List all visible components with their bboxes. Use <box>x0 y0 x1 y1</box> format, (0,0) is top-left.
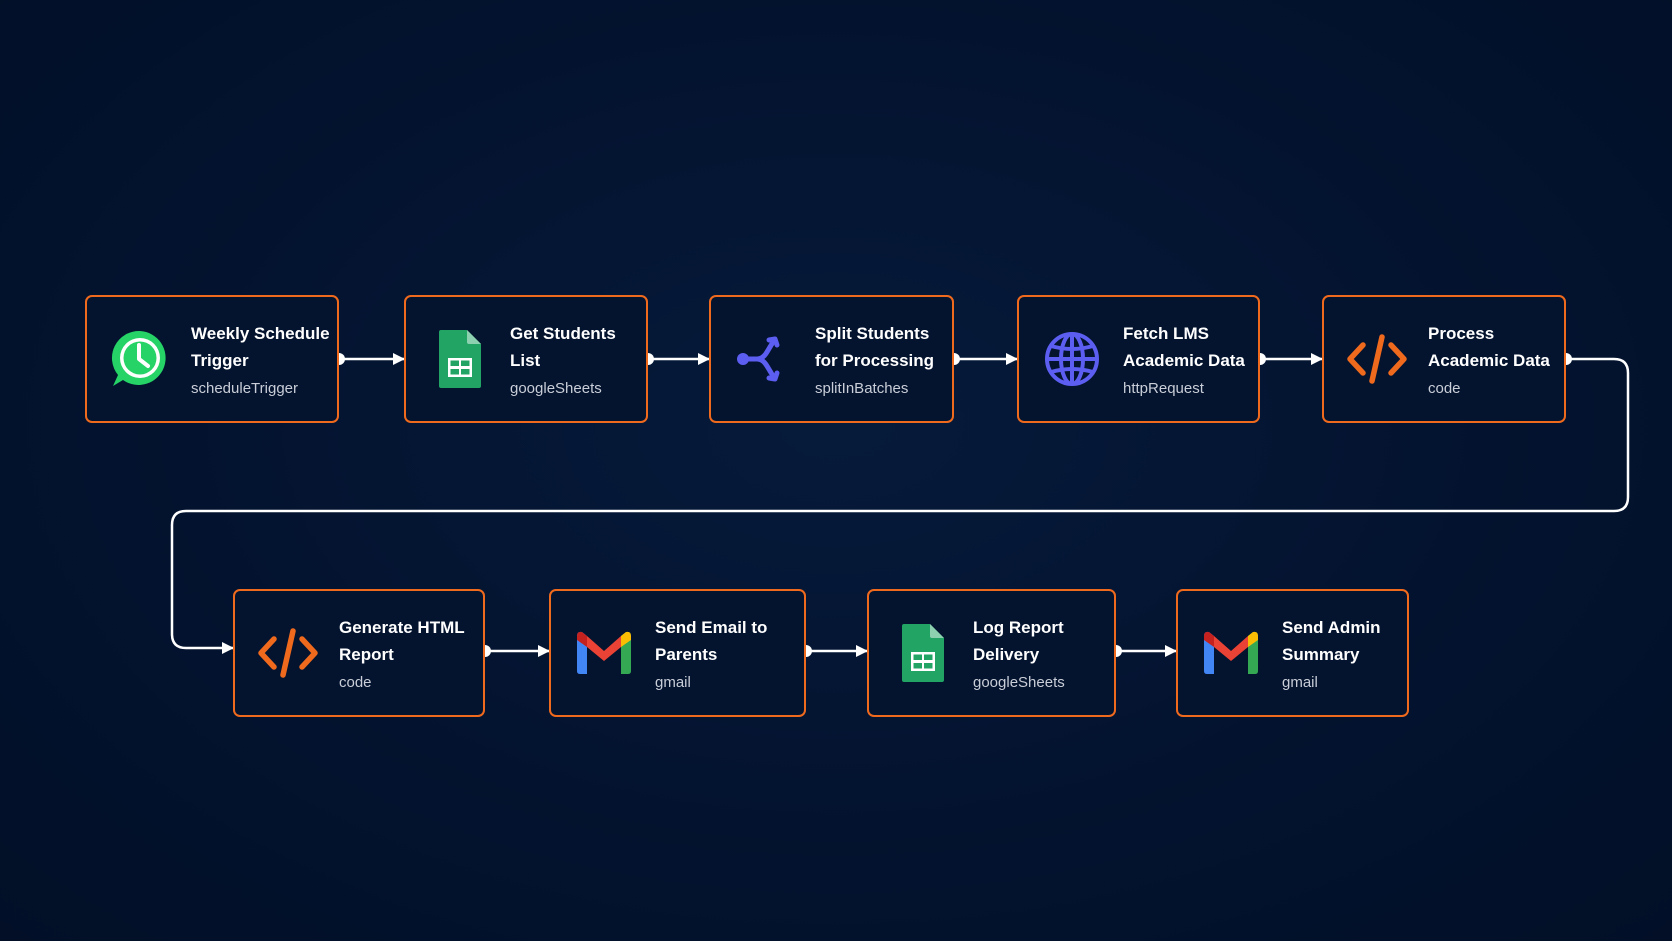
node-get-students-list[interactable]: Get Students List googleSheets <box>404 295 648 423</box>
node-type: code <box>1428 379 1461 397</box>
node-generate-html-report[interactable]: Generate HTML Report code <box>233 589 485 717</box>
node-type: googleSheets <box>510 379 602 397</box>
node-title: Fetch LMS Academic Data <box>1123 323 1245 370</box>
node-title: Process Academic Data <box>1428 323 1550 370</box>
node-log-report-delivery[interactable]: Log Report Delivery googleSheets <box>867 589 1116 717</box>
code-icon <box>1346 328 1408 390</box>
node-type: gmail <box>1282 673 1318 691</box>
node-type: gmail <box>655 673 691 691</box>
node-title: Generate HTML Report <box>339 617 465 664</box>
node-type: code <box>339 673 372 691</box>
node-title: Get Students List <box>510 323 616 370</box>
node-type: scheduleTrigger <box>191 379 298 397</box>
code-icon <box>257 622 319 684</box>
gmail-icon <box>573 622 635 684</box>
google-sheets-icon <box>891 622 953 684</box>
node-send-email-to-parents[interactable]: Send Email to Parents gmail <box>549 589 806 717</box>
node-weekly-schedule-trigger[interactable]: Weekly Schedule Trigger scheduleTrigger <box>85 295 339 423</box>
node-type: splitInBatches <box>815 379 909 397</box>
node-fetch-lms-data[interactable]: Fetch LMS Academic Data httpRequest <box>1017 295 1260 423</box>
node-send-admin-summary[interactable]: Send Admin Summary gmail <box>1176 589 1409 717</box>
gmail-icon <box>1200 622 1262 684</box>
globe-icon <box>1041 328 1103 390</box>
node-title: Split Students for Processing <box>815 323 935 370</box>
node-title: Send Email to Parents <box>655 617 768 664</box>
node-title: Log Report Delivery <box>973 617 1064 664</box>
google-sheets-icon <box>428 328 490 390</box>
connection-5-6 <box>170 357 1630 654</box>
node-title: Weekly Schedule Trigger <box>191 323 330 370</box>
whatsapp-clock-icon <box>109 328 171 390</box>
node-split-students[interactable]: Split Students for Processing splitInBat… <box>709 295 954 423</box>
node-process-academic-data[interactable]: Process Academic Data code <box>1322 295 1566 423</box>
node-type: googleSheets <box>973 673 1065 691</box>
node-type: httpRequest <box>1123 379 1204 397</box>
split-branch-icon <box>733 328 795 390</box>
node-title: Send Admin Summary <box>1282 617 1381 664</box>
